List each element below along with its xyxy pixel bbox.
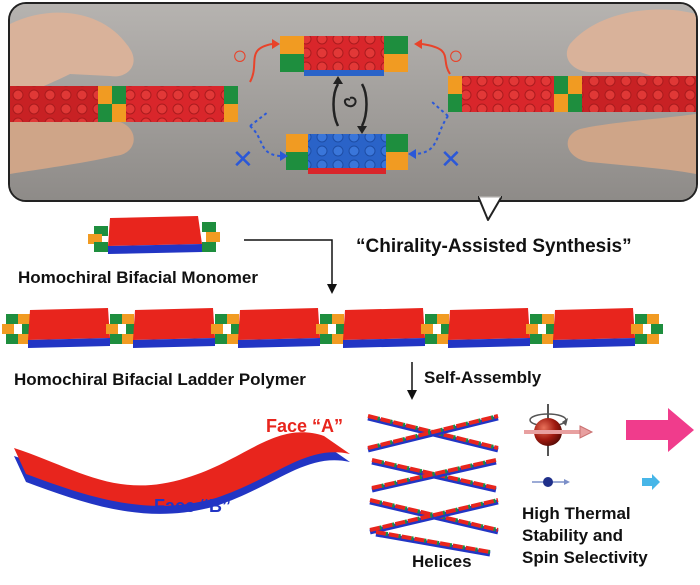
allowed-symbol-left: ○	[232, 40, 248, 70]
forbidden-arrows	[249, 101, 449, 161]
face-b-label: Face “B”	[154, 496, 232, 516]
polymer-unit	[343, 308, 425, 348]
bifacial-ribbon	[14, 432, 350, 514]
property-line-1: High Thermal	[522, 504, 631, 523]
left-hand	[10, 12, 134, 174]
spin-selectivity-illustration	[524, 404, 694, 490]
polymer-unit	[553, 308, 635, 348]
polymer-unit	[133, 308, 215, 348]
polymer-label: Homochiral Bifacial Ladder Polymer	[14, 370, 306, 389]
ladder-polymer-illustration	[2, 308, 663, 348]
polymer-linker	[211, 314, 243, 344]
monomer-label: Homochiral Bifacial Monomer	[18, 268, 258, 287]
helices-label: Helices	[412, 552, 472, 571]
polymer-unit	[28, 308, 110, 348]
top-monomer-red	[280, 36, 408, 76]
monomer-illustration	[88, 216, 220, 254]
bottom-monomer-blue	[286, 134, 408, 174]
helices-illustration	[367, 414, 499, 557]
right-hand	[566, 9, 696, 174]
speech-bubble-tail	[478, 196, 502, 221]
self-assembly-label: Self-Assembly	[424, 368, 542, 387]
right-brick-chain	[448, 76, 696, 112]
polymer-linker	[421, 314, 453, 344]
helix-strand	[367, 414, 499, 453]
allowed-symbol-right: ○	[448, 40, 464, 70]
arrow-monomer-to-polymer	[244, 239, 337, 294]
forbidden-symbol-right: ✕	[440, 144, 462, 174]
property-line-3: Spin Selectivity	[522, 548, 648, 567]
polymer-linker	[526, 314, 558, 344]
lego-photo-panel: ○ ○ ✕ ✕	[8, 2, 698, 202]
polymer-linker	[106, 314, 138, 344]
polymer-unit	[448, 308, 530, 348]
left-brick-chain	[10, 86, 238, 122]
property-line-2: Stability and	[522, 526, 624, 545]
forbidden-symbol-left: ✕	[232, 144, 254, 174]
allowed-arrows	[249, 39, 451, 83]
face-a-label: Face “A”	[266, 416, 344, 436]
polymer-linker	[631, 314, 663, 344]
helix-strand	[375, 530, 491, 557]
polymer-linker	[316, 314, 348, 344]
helix-strand	[369, 498, 499, 535]
helix-strand	[371, 458, 497, 493]
lego-photo-illustration	[10, 4, 696, 200]
chirality-caption: “Chirality-Assisted Synthesis”	[356, 236, 632, 257]
polymer-unit	[238, 308, 320, 348]
flip-arrows	[332, 76, 368, 134]
polymer-linker	[2, 314, 34, 344]
self-assembly-arrow	[407, 362, 417, 400]
